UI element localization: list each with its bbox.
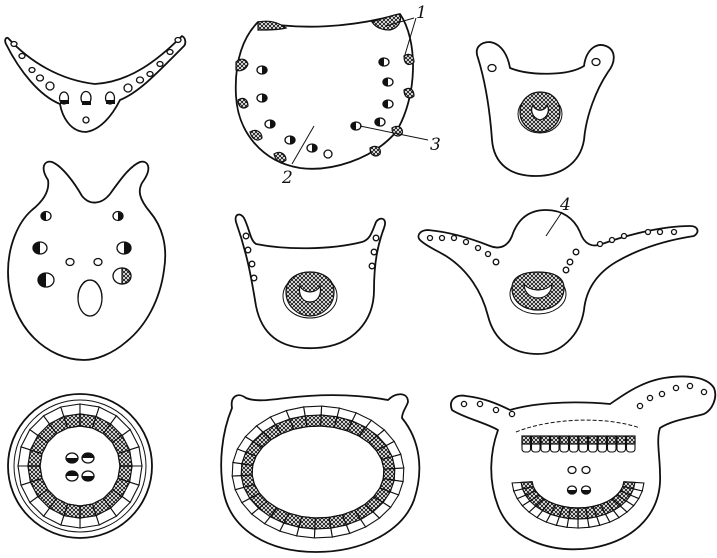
xylem-patch	[627, 436, 636, 444]
xylem-patch	[608, 436, 617, 444]
label-3: 3	[430, 135, 441, 155]
xylem-patch	[570, 436, 579, 444]
xylem-patch	[118, 450, 132, 466]
xylem-patch	[241, 475, 254, 487]
section-c-eared	[477, 42, 614, 176]
vascular-bundle	[592, 59, 600, 66]
xylem-patch	[541, 436, 550, 444]
collenchyma-patch	[370, 146, 380, 156]
xylem-patch	[64, 414, 80, 428]
xylem-patch	[382, 457, 395, 469]
vascular-bundle	[488, 65, 496, 72]
collenchyma-patch	[404, 54, 414, 64]
xylem-patch	[578, 508, 588, 519]
label-4: 4	[559, 195, 571, 215]
section-i-winged-ring	[451, 376, 715, 549]
xylem-patch	[80, 504, 96, 518]
xylem-patch	[522, 436, 531, 444]
section-e-horned	[236, 215, 385, 349]
xylem-patch	[315, 517, 331, 529]
xylem-patch	[598, 436, 607, 444]
label-1: 1	[416, 3, 427, 23]
xylem-patch	[589, 436, 598, 444]
xylem-patch	[560, 436, 569, 444]
xylem-patch	[28, 466, 42, 482]
upper-bundle-band-i	[522, 436, 635, 452]
collenchyma-patch	[404, 88, 414, 98]
xylem-patch	[305, 415, 321, 427]
xylem-patch	[532, 436, 541, 444]
xylem-patch	[579, 436, 588, 444]
xylem-patch	[551, 436, 560, 444]
section-a-crescent	[5, 36, 185, 132]
collenchyma-patch	[258, 21, 286, 30]
label-2: 2	[281, 168, 293, 188]
xylem-patch	[617, 436, 626, 444]
section-h-eared-ring	[221, 394, 419, 552]
collenchyma-patch	[238, 98, 248, 108]
section-d-heart	[8, 162, 165, 360]
section-b-round: 1 2 3	[236, 3, 441, 188]
section-f-winged: 4	[418, 195, 697, 354]
section-g-round-ring	[8, 394, 152, 538]
